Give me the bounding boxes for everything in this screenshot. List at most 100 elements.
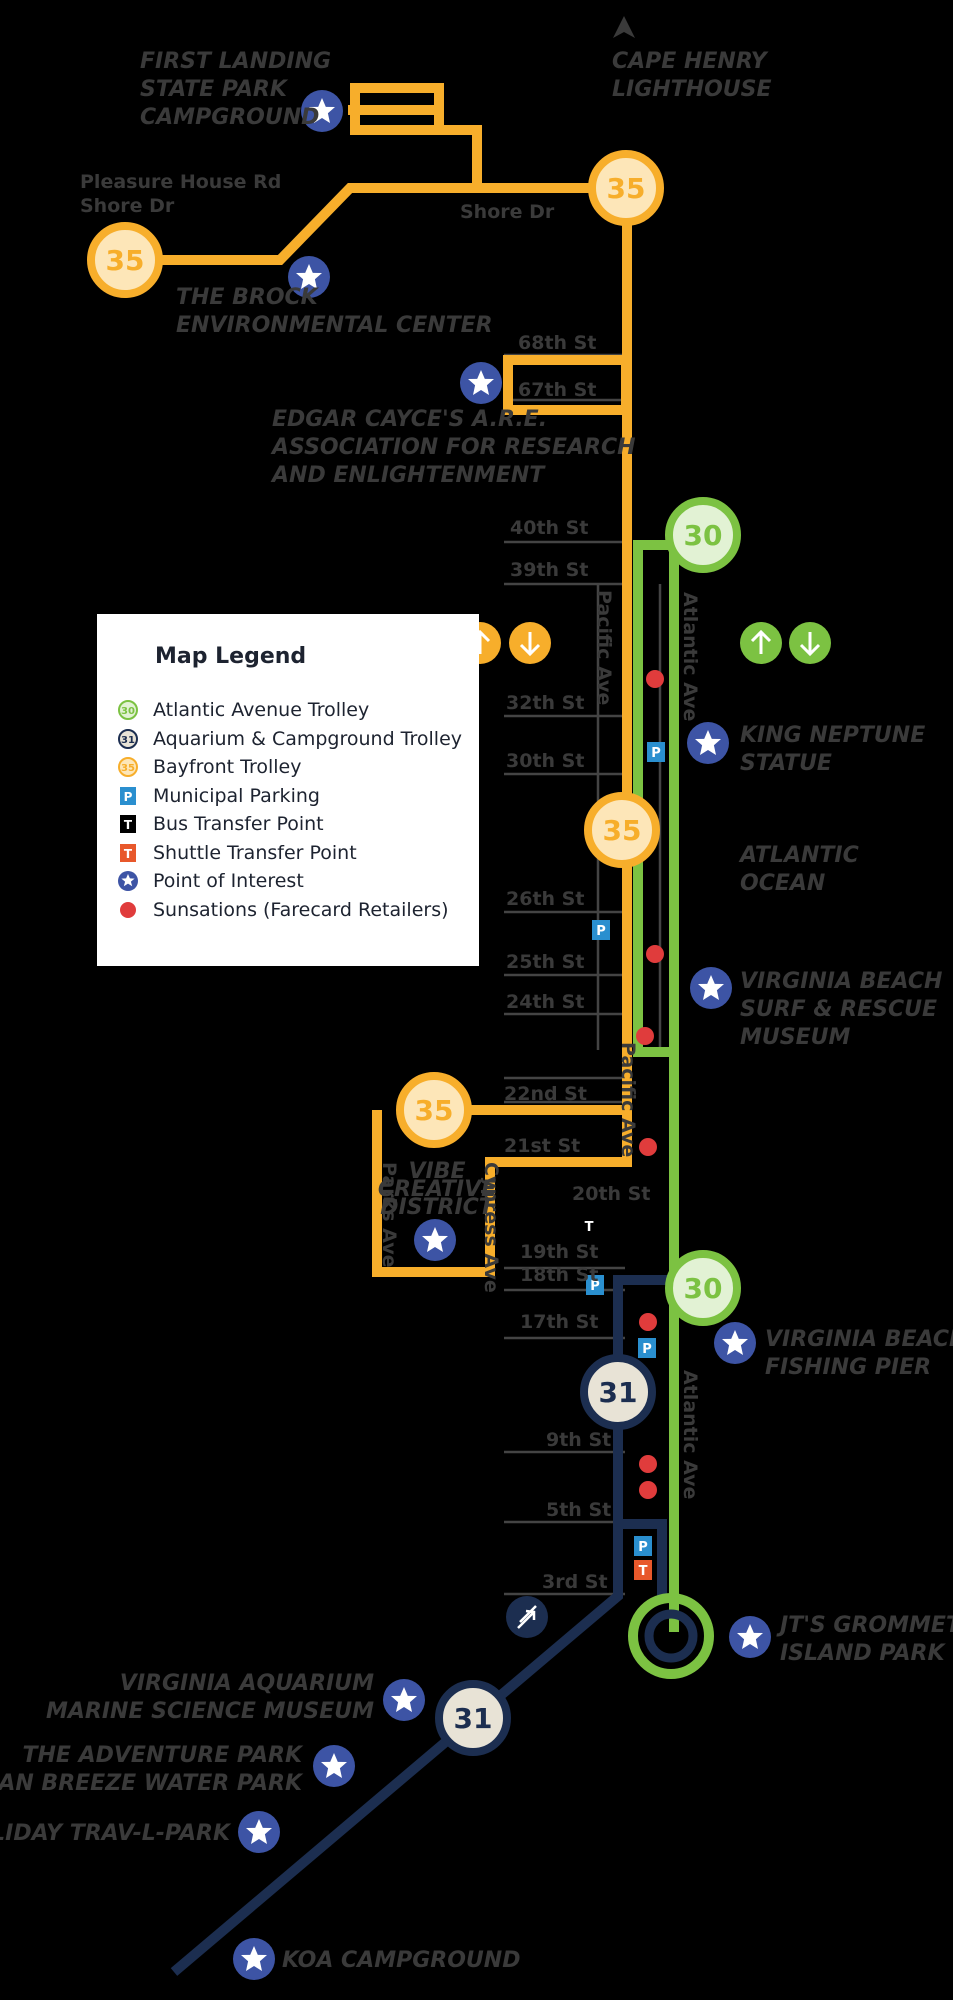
poi-label-adventure: THE ADVENTURE PARK OCEAN BREEZE WATER PA…: [0, 1743, 304, 1796]
star-icon: [460, 362, 502, 404]
legend-label: Atlantic Avenue Trolley: [153, 699, 370, 722]
svg-text:AND ENLIGHTENMENT: AND ENLIGHTENMENT: [270, 463, 546, 488]
star-icon: [301, 90, 343, 132]
svg-text:OCEAN BREEZE WATER PARK: OCEAN BREEZE WATER PARK: [0, 1771, 304, 1796]
legend-label: Municipal Parking: [153, 784, 320, 807]
svg-text:ENVIRONMENTAL CENTER: ENVIRONMENTAL CENTER: [176, 313, 493, 338]
svg-text:DISTRICT: DISTRICT: [380, 1195, 496, 1220]
bus-transfer-marker: T: [580, 1216, 598, 1236]
svg-text:35: 35: [603, 814, 642, 847]
poi-label-edgar-cayce: EDGAR CAYCE'S A.R.E. ASSOCIATION FOR RES…: [270, 407, 636, 488]
street-label-pleasure-house: Pleasure House Rd: [80, 171, 281, 193]
legend-label: Sunsations (Farecard Retailers): [153, 898, 449, 921]
route-31-line: [170, 1275, 669, 1976]
route-35-badge[interactable]: 35: [588, 150, 664, 226]
svg-text:STATE PARK: STATE PARK: [140, 77, 289, 102]
star-icon: [117, 870, 139, 892]
street-label-68th: 68th St: [518, 332, 596, 354]
svg-text:OCEAN: OCEAN: [740, 871, 825, 896]
sunsations-dots: [636, 670, 664, 1499]
star-icon: [714, 1322, 756, 1364]
route-35-icon: 35: [117, 756, 139, 778]
svg-text:P: P: [124, 790, 133, 804]
svg-text:T: T: [124, 818, 133, 832]
svg-text:STATUE: STATUE: [740, 751, 832, 776]
route-30-loop-terminus: [628, 1593, 714, 1679]
svg-text:FISHING PIER: FISHING PIER: [765, 1355, 931, 1380]
svg-text:CREATIVE: CREATIVE: [378, 1177, 496, 1202]
street-label-40th: 40th St: [510, 517, 588, 539]
svg-text:MARINE SCIENCE MUSEUM: MARINE SCIENCE MUSEUM: [46, 1699, 374, 1724]
sunsations-dot-icon: [639, 1313, 657, 1331]
sunsations-dot-icon: [117, 899, 139, 921]
route-30-badge[interactable]: 30: [665, 497, 741, 573]
svg-text:T: T: [124, 847, 133, 861]
poi-label-surf-rescue: VIRGINIA BEACH SURF & RESCUE MUSEUM: [740, 969, 942, 1050]
route-31-badge[interactable]: 31: [580, 1354, 656, 1430]
poi-stars: [233, 90, 771, 1980]
svg-text:ATLANTIC: ATLANTIC: [738, 843, 859, 868]
route-30-badge[interactable]: 30: [665, 1250, 741, 1326]
svg-text:LIGHTHOUSE: LIGHTHOUSE: [612, 77, 772, 102]
svg-text:35: 35: [106, 244, 145, 277]
legend-label: Bayfront Trolley: [153, 756, 302, 779]
poi-label-aquarium: VIRGINIA AQUARIUM MARINE SCIENCE MUSEUM: [46, 1671, 374, 1724]
street-label-pacific-ave: Pacific Ave: [593, 590, 615, 705]
star-icon: [238, 1811, 280, 1853]
svg-text:KING NEPTUNE: KING NEPTUNE: [740, 723, 925, 748]
svg-text:SURF & RESCUE: SURF & RESCUE: [740, 997, 937, 1022]
poi-label-vibe: VIBE CREATIVE DISTRICT: [378, 1159, 496, 1220]
street-label-67th: 67th St: [518, 379, 596, 401]
svg-text:35: 35: [121, 763, 135, 774]
route-35-badge[interactable]: 35: [87, 222, 163, 298]
svg-text:T: T: [585, 1220, 594, 1235]
legend-item-route-35: 35 Bayfront Trolley: [117, 753, 462, 782]
poi-label-king-neptune: KING NEPTUNE STATUE: [740, 723, 925, 776]
poi-label-grommet: JT'S GROMMET ISLAND PARK: [776, 1613, 953, 1666]
sunsations-dot-icon: [646, 945, 664, 963]
street-label-32th: 32th St: [506, 692, 584, 714]
sunsations-dot-icon: [636, 1027, 654, 1045]
svg-text:P: P: [638, 1540, 648, 1555]
bus-transfer-icon: T: [117, 813, 139, 835]
svg-text:T: T: [639, 1564, 648, 1579]
svg-text:31: 31: [454, 1702, 493, 1735]
sunsations-dot-icon: [639, 1481, 657, 1499]
svg-text:VIRGINIA AQUARIUM: VIRGINIA AQUARIUM: [120, 1671, 374, 1696]
route-30-icon: 30: [117, 699, 139, 721]
svg-text:ISLAND PARK: ISLAND PARK: [780, 1641, 946, 1666]
street-label-parks-ave: Parks Ave: [378, 1162, 400, 1267]
star-icon: [414, 1219, 456, 1261]
svg-text:VIRGINIA BEACH: VIRGINIA BEACH: [765, 1327, 953, 1352]
legend-label: Bus Transfer Point: [153, 813, 324, 836]
route-35-badge[interactable]: 35: [584, 792, 660, 868]
street-label-3rd: 3rd St: [542, 1571, 608, 1593]
svg-text:FIRST LANDING: FIRST LANDING: [140, 49, 331, 74]
route-31-badge[interactable]: 31: [435, 1680, 511, 1756]
street-label-17th: 17th St: [520, 1311, 598, 1333]
parking-marker: P: [634, 1536, 652, 1556]
svg-text:ASSOCIATION FOR RESEARCH: ASSOCIATION FOR RESEARCH: [270, 435, 636, 460]
legend-list: 30 Atlantic Avenue Trolley 31 Aquarium &…: [117, 696, 462, 924]
star-icon: [729, 1616, 771, 1658]
svg-text:31: 31: [599, 1376, 638, 1409]
parking-marker: P: [638, 1338, 656, 1358]
poi-label-koa: KOA CAMPGROUND: [282, 1948, 520, 1973]
legend-label: Point of Interest: [153, 870, 304, 893]
legend-title: Map Legend: [155, 644, 307, 669]
poi-label-first-landing: FIRST LANDING STATE PARK CAMPGROUND: [140, 49, 331, 130]
parking-icon: P: [117, 785, 139, 807]
legend-label: Aquarium & Campground Trolley: [153, 727, 463, 750]
street-label-18th: 18th St: [520, 1264, 598, 1286]
star-icon: [383, 1679, 425, 1721]
poi-label-fishing-pier: VIRGINIA BEACH FISHING PIER: [765, 1327, 953, 1380]
route-30-direction-arrows: [740, 622, 831, 664]
parking-marker: P: [592, 920, 610, 940]
route-31-icon: 31: [117, 728, 139, 750]
street-label-19th: 19th St: [520, 1241, 598, 1263]
route-35-badge[interactable]: 35: [396, 1072, 472, 1148]
street-label-21st: 21st St: [504, 1135, 580, 1157]
parking-marker: P: [647, 742, 665, 762]
sunsations-dot-icon: [639, 1138, 657, 1156]
legend-item-bus-transfer: T Bus Transfer Point: [117, 810, 462, 839]
